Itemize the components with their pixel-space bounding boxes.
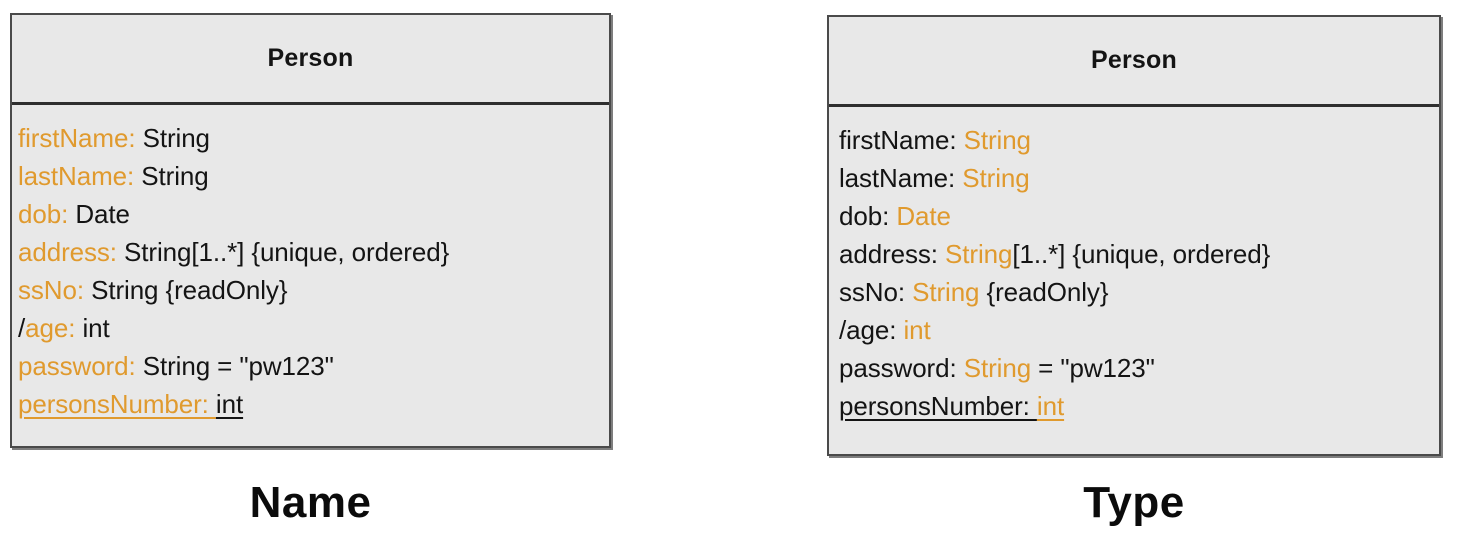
class-header-type: Person <box>829 17 1439 107</box>
attribute-run-highlighted: int <box>903 315 931 345</box>
attribute-run-plain: password: <box>839 353 964 383</box>
attribute-run-plain: [1..*] {unique, ordered} <box>1012 239 1271 269</box>
attribute-row: /age: int <box>829 311 1439 349</box>
attribute-run-plain: ssNo: <box>839 277 913 307</box>
attribute-run-highlighted: personsNumber: <box>18 389 216 419</box>
attribute-run-plain: String <box>142 123 210 153</box>
attribute-row: /age: int <box>12 309 609 347</box>
attribute-run-highlighted: String <box>912 277 980 307</box>
attribute-run-plain: int <box>82 313 110 343</box>
attribute-run-plain: Date <box>75 199 130 229</box>
panel-caption-type: Type <box>1083 478 1185 527</box>
attribute-row: password: String = "pw123" <box>829 349 1439 387</box>
attribute-run-plain: personsNumber: <box>839 391 1037 421</box>
attribute-run-plain: dob: <box>839 201 897 231</box>
attribute-run-highlighted: String <box>945 239 1013 269</box>
attribute-row: dob: Date <box>12 195 609 233</box>
attribute-run-highlighted: lastName: <box>18 161 142 191</box>
attribute-run-plain: / <box>18 313 26 343</box>
attribute-run-highlighted: age: <box>25 313 83 343</box>
attribute-run-plain: address: <box>839 239 946 269</box>
attribute-run-plain: /age: <box>839 315 904 345</box>
attribute-row: ssNo: String {readOnly} <box>12 271 609 309</box>
attribute-row: password: String = "pw123" <box>12 347 609 385</box>
attribute-row: personsNumber: int <box>829 387 1439 425</box>
attribute-row: address: String[1..*] {unique, ordered} <box>12 233 609 271</box>
attribute-row: firstName: String <box>829 121 1439 159</box>
panel-caption-name: Name <box>249 478 372 527</box>
class-header-name: Person <box>12 15 609 105</box>
class-title: Person <box>1091 46 1177 74</box>
attribute-run-plain: String {readOnly} <box>91 275 288 305</box>
attribute-run-plain: int <box>215 389 244 419</box>
attribute-row: lastName: String <box>829 159 1439 197</box>
attribute-run-highlighted: address: <box>18 237 125 267</box>
attribute-run-highlighted: String <box>963 125 1031 155</box>
attribute-row: address: String[1..*] {unique, ordered} <box>829 235 1439 273</box>
attribute-run-highlighted: dob: <box>18 199 76 229</box>
attribute-run-highlighted: firstName: <box>18 123 143 153</box>
attribute-row: lastName: String <box>12 157 609 195</box>
attribute-run-plain: {readOnly} <box>979 277 1109 307</box>
attribute-run-highlighted: ssNo: <box>18 275 92 305</box>
attribute-run-plain: String[1..*] {unique, ordered} <box>124 237 450 267</box>
attribute-row: personsNumber: int <box>12 385 609 423</box>
attribute-run-plain: String <box>141 161 209 191</box>
attribute-run-plain: String = "pw123" <box>142 351 334 381</box>
attribute-run-plain: firstName: <box>839 125 964 155</box>
attribute-row: dob: Date <box>829 197 1439 235</box>
attribute-run-highlighted: String <box>962 163 1030 193</box>
attribute-row: firstName: String <box>12 119 609 157</box>
attribute-run-plain: lastName: <box>839 163 963 193</box>
attribute-run-highlighted: String <box>963 353 1032 383</box>
attribute-run-highlighted: Date <box>896 201 951 231</box>
class-title: Person <box>267 44 354 72</box>
attribute-run-highlighted: int <box>1036 391 1065 421</box>
attribute-run-highlighted: password: <box>18 351 143 381</box>
attribute-row: ssNo: String {readOnly} <box>829 273 1439 311</box>
attribute-run-plain: = "pw123" <box>1031 353 1155 383</box>
